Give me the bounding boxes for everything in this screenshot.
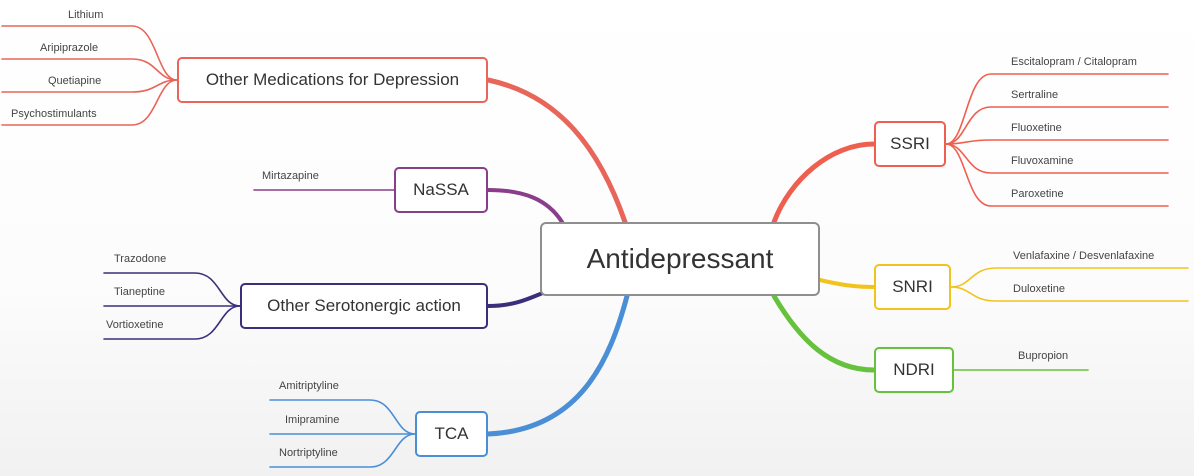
branch-node-nassa[interactable]: NaSSA bbox=[394, 167, 488, 213]
leaf-nortriptyline[interactable]: Nortriptyline bbox=[279, 447, 338, 459]
connector-root-ssri bbox=[771, 141, 877, 225]
connector-ssri-leaf-1 bbox=[945, 106, 1169, 145]
leaf-escitalopram-citalopram[interactable]: Escitalopram / Citalopram bbox=[1011, 56, 1137, 68]
root-node-antidepressant[interactable]: Antidepressant bbox=[540, 222, 820, 296]
branch-node-snri[interactable]: SNRI bbox=[874, 264, 951, 310]
connector-root-other-medications bbox=[485, 77, 628, 225]
connector-root-tca bbox=[485, 293, 630, 437]
connector-tca-leaf-2 bbox=[269, 433, 416, 468]
leaf-quetiapine[interactable]: Quetiapine bbox=[48, 75, 102, 87]
connector-other-serotonergic-leaf-0 bbox=[103, 272, 241, 307]
leaf-mirtazapine[interactable]: Mirtazapine bbox=[262, 170, 319, 182]
connector-other-medications-leaf-2 bbox=[1, 79, 178, 93]
connector-other-medications-leaf-0 bbox=[1, 25, 178, 81]
branch-node-ssri[interactable]: SSRI bbox=[874, 121, 946, 167]
leaf-duloxetine[interactable]: Duloxetine bbox=[1013, 283, 1065, 295]
connector-ssri-leaf-0 bbox=[945, 73, 1169, 145]
leaf-imipramine[interactable]: Imipramine bbox=[285, 414, 340, 426]
connector-root-ndri bbox=[771, 293, 877, 373]
leaf-psychostimulants[interactable]: Psychostimulants bbox=[11, 108, 97, 120]
leaf-amitriptyline[interactable]: Amitriptyline bbox=[279, 380, 339, 392]
connector-snri-leaf-1 bbox=[950, 286, 1189, 302]
leaf-aripiprazole[interactable]: Aripiprazole bbox=[40, 42, 99, 54]
leaf-bupropion[interactable]: Bupropion bbox=[1018, 350, 1069, 362]
branch-node-ndri[interactable]: NDRI bbox=[874, 347, 954, 393]
leaf-venlafaxine-desvenlafaxine[interactable]: Venlafaxine / Desvenlafaxine bbox=[1013, 250, 1155, 262]
connector-ssri-leaf-4 bbox=[945, 143, 1169, 207]
leaf-paroxetine[interactable]: Paroxetine bbox=[1011, 188, 1064, 200]
connector-snri-leaf-0 bbox=[950, 267, 1189, 288]
connector-other-medications-leaf-1 bbox=[1, 58, 178, 81]
connector-ssri-leaf-3 bbox=[945, 143, 1169, 174]
leaf-fluoxetine[interactable]: Fluoxetine bbox=[1011, 122, 1062, 134]
branch-node-other-medications[interactable]: Other Medications for Depression bbox=[177, 57, 488, 103]
connector-root-snri bbox=[818, 278, 876, 289]
leaf-fluvoxamine[interactable]: Fluvoxamine bbox=[1011, 155, 1074, 167]
leaf-vortioxetine[interactable]: Vortioxetine bbox=[106, 319, 164, 331]
connector-other-serotonergic-leaf-2 bbox=[103, 305, 241, 340]
connector-root-nassa bbox=[486, 188, 564, 224]
connector-root-other-serotonergic bbox=[486, 290, 547, 308]
leaf-sertraline[interactable]: Sertraline bbox=[1011, 89, 1059, 101]
branch-node-other-serotonergic[interactable]: Other Serotonergic action bbox=[240, 283, 488, 329]
leaf-lithium[interactable]: Lithium bbox=[68, 9, 104, 21]
connector-other-medications-leaf-3 bbox=[1, 79, 178, 126]
connector-ssri-leaf-2 bbox=[945, 139, 1169, 145]
connector-tca-leaf-0 bbox=[269, 399, 416, 435]
branch-node-tca[interactable]: TCA bbox=[415, 411, 488, 457]
leaf-trazodone[interactable]: Trazodone bbox=[114, 253, 167, 265]
leaf-tianeptine[interactable]: Tianeptine bbox=[114, 286, 165, 298]
